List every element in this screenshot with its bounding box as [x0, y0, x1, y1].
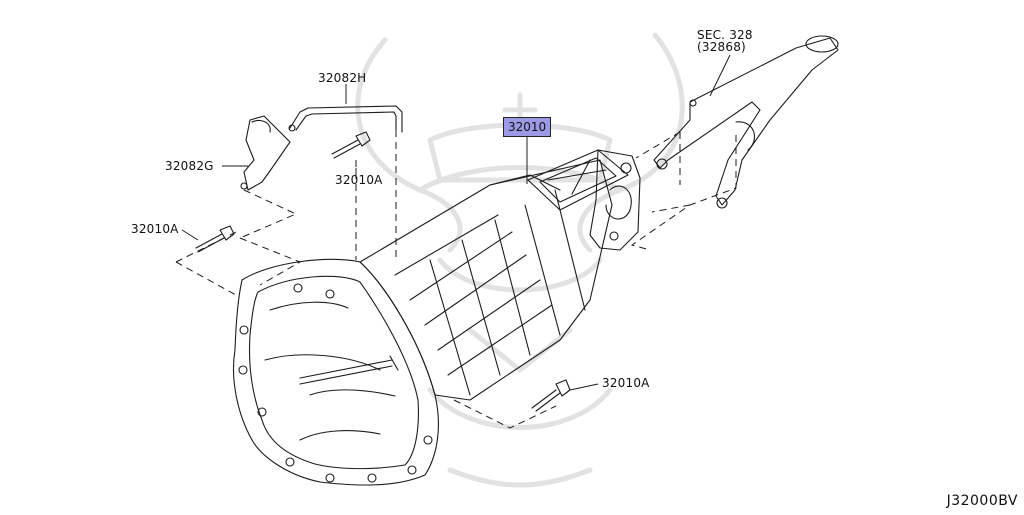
breather-hose: [288, 105, 403, 133]
clip-bracket: [240, 115, 291, 191]
bellhousing: [232, 258, 439, 486]
label-bolt-top[interactable]: 32010A: [335, 173, 383, 187]
assembly-lines: [175, 130, 737, 429]
shifter-plate: [527, 149, 629, 211]
selected-part-callout[interactable]: 32010: [503, 117, 552, 137]
label-bolt-bottom[interactable]: 32010A: [602, 376, 650, 390]
bolt-top: [331, 131, 371, 159]
label-bolt-left[interactable]: 32010A: [131, 222, 179, 236]
label-sec-ref[interactable]: SEC. 328: [697, 28, 753, 42]
label-clip[interactable]: 32082G: [165, 159, 214, 173]
label-sec-sub[interactable]: (32868): [697, 40, 746, 54]
rear-extension: [589, 149, 641, 251]
bolt-bottom: [531, 379, 571, 412]
label-breather-hose[interactable]: 32082H: [318, 71, 367, 85]
diagram-code: J32000BV: [946, 493, 1018, 509]
samurai-helmet-watermark-icon: [355, 32, 685, 488]
transmission-case: [359, 159, 613, 401]
leader-lines: [181, 54, 731, 391]
bolt-left: [195, 225, 235, 253]
support-bracket: [653, 35, 839, 209]
